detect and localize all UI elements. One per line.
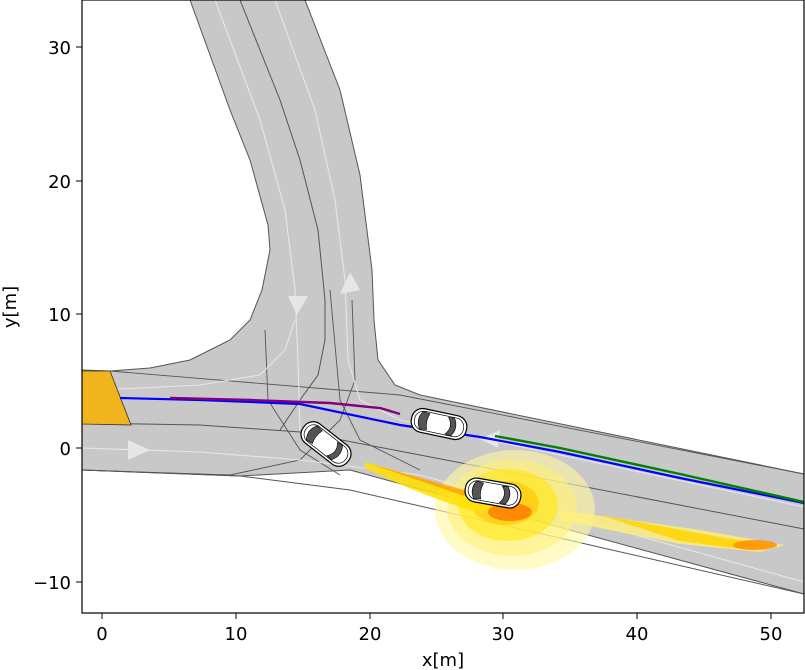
plot-area [82, 0, 804, 595]
x-axis-label: x[m] [422, 650, 464, 670]
y-tick-label: 30 [48, 38, 71, 59]
x-tick-label: 30 [492, 624, 515, 645]
trajectory-reference-right [494, 434, 804, 504]
x-tick-label: 20 [359, 624, 382, 645]
axes-frame [81, 0, 805, 614]
trajectory-reference-left [169, 396, 401, 416]
x-tick-label: 10 [225, 624, 248, 645]
y-tick-label: 20 [48, 172, 71, 193]
y-axis-label: y[m] [0, 286, 21, 328]
x-tick-label: 40 [626, 624, 649, 645]
lane-direction-arrow-icon [340, 272, 360, 294]
x-tick-label: 0 [96, 624, 107, 645]
road-north [82, 0, 804, 594]
y-axis: 30 20 10 0 −10 y[m] [0, 38, 82, 594]
x-tick-label: 50 [760, 624, 783, 645]
lane-direction-arrow-icon [128, 440, 150, 460]
y-tick-label: −10 [33, 573, 71, 594]
goal-region [82, 370, 132, 426]
x-axis: 0 10 20 30 40 50 x[m] [96, 613, 782, 670]
y-tick-label: 0 [60, 439, 71, 460]
lane-direction-arrow-icon [288, 296, 308, 315]
y-tick-label: 10 [48, 305, 71, 326]
